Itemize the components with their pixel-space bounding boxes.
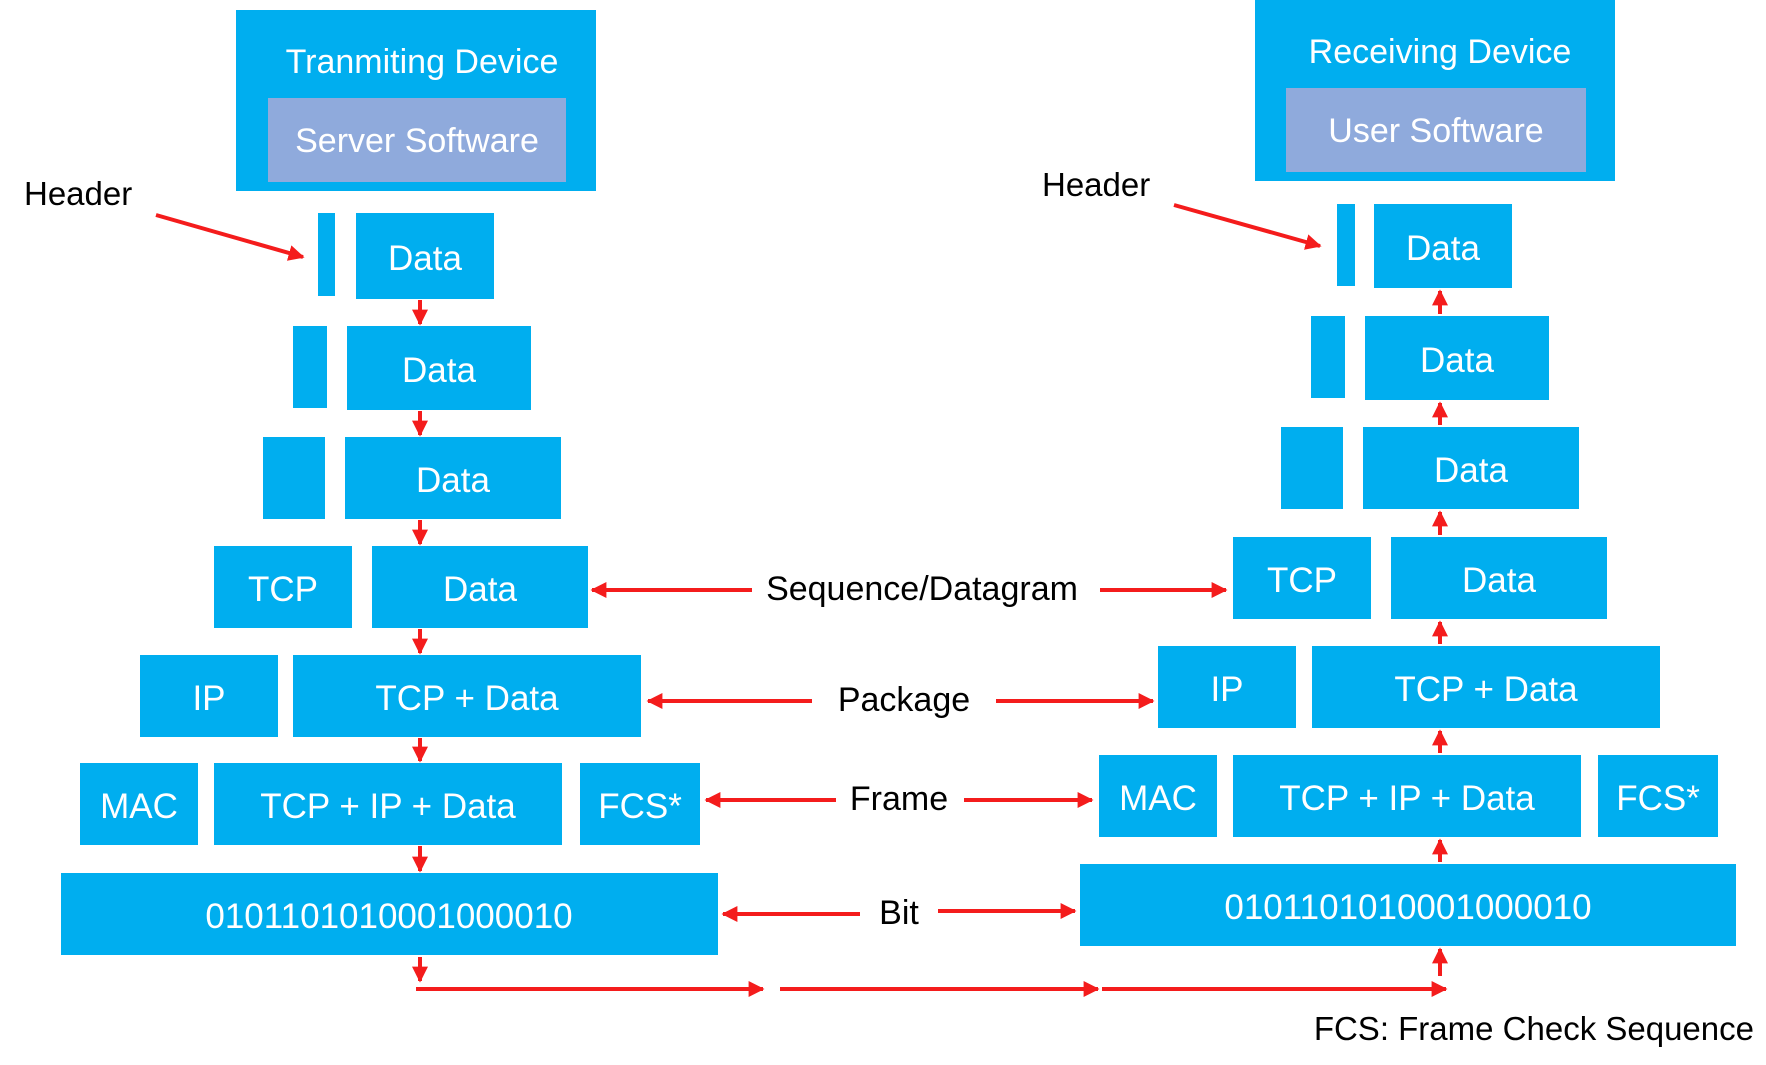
receiving-side: Receiving Device User Software Header Da… (1042, 0, 1736, 946)
transmit-ip-block (140, 655, 278, 737)
receive-tcp-block (1233, 537, 1371, 619)
transmitting-side: Tranmiting Device Server Software Header… (24, 10, 718, 955)
transmit-data-block-3 (345, 437, 561, 519)
receive-fcs-block (1598, 755, 1718, 837)
bit-unit-label: Bit (879, 894, 919, 932)
receive-segment-data-label: Data (1462, 561, 1536, 600)
transmit-tcp-block (214, 546, 352, 628)
receive-data-label-3: Data (1434, 451, 1508, 490)
receive-header-arrow (1173, 203, 1322, 250)
transmit-header-block-1 (318, 213, 335, 296)
transmit-header-block-3 (263, 437, 325, 519)
transmit-bits-label: 0101101010001000010 (205, 897, 572, 936)
receive-ip-block (1158, 646, 1296, 728)
fcs-footnote: FCS: Frame Check Sequence (1314, 1010, 1754, 1047)
receive-header-block-1 (1337, 204, 1355, 286)
receive-mac-block (1099, 755, 1217, 837)
transmit-fcs-block (580, 763, 700, 845)
receive-header-block-3 (1281, 427, 1343, 509)
transmit-mac-label: MAC (100, 787, 178, 826)
receive-header-label: Header (1042, 166, 1150, 203)
receive-data-block-1 (1374, 204, 1512, 288)
receive-tcp-data-label: TCP + Data (1394, 670, 1578, 709)
receiving-device-title: Receiving Device (1309, 33, 1572, 71)
receive-data-block-2 (1365, 316, 1549, 400)
receive-tcp-data-block (1312, 646, 1660, 728)
receive-segment-data-block (1391, 537, 1607, 619)
transmit-header-label: Header (24, 175, 132, 212)
transmit-fcs-label: FCS* (598, 787, 682, 826)
transmit-mac-block (80, 763, 198, 845)
transmit-tcp-data-block (293, 655, 641, 737)
transmit-data-block-2 (347, 326, 531, 410)
transmit-ip-label: IP (192, 679, 225, 718)
segment-unit-label: Sequence/Datagram (766, 570, 1078, 608)
server-software-label: Server Software (295, 122, 539, 160)
server-software-box (268, 98, 566, 182)
transmit-tcp-data-label: TCP + Data (375, 679, 559, 718)
receive-tcp-ip-data-label: TCP + IP + Data (1279, 779, 1535, 818)
transmit-segment-data-label: Data (443, 570, 517, 609)
transmit-tcp-ip-data-block (214, 763, 562, 845)
transmit-data-label-3: Data (416, 461, 490, 500)
transmit-tcp-ip-data-label: TCP + IP + Data (260, 787, 516, 826)
packet-unit-label: Package (838, 681, 970, 719)
transmit-data-label-2: Data (402, 351, 476, 390)
transmitting-device-title: Tranmiting Device (286, 43, 559, 81)
transmit-data-label-1: Data (388, 239, 462, 278)
arrows (155, 203, 1448, 997)
receive-header-block-2 (1311, 316, 1345, 398)
transmit-data-block-1 (356, 213, 494, 299)
receive-mac-label: MAC (1119, 779, 1197, 818)
receive-tcp-ip-data-block (1233, 755, 1581, 837)
user-software-box (1286, 88, 1586, 172)
transmit-segment-data-block (372, 546, 588, 628)
user-software-label: User Software (1328, 112, 1543, 150)
transmit-header-block-2 (293, 326, 327, 408)
transmit-header-arrow (155, 213, 305, 261)
receive-data-block-3 (1363, 427, 1579, 509)
transmit-bits-block (61, 873, 718, 955)
transmit-tcp-label: TCP (248, 570, 318, 609)
receive-fcs-label: FCS* (1616, 779, 1700, 818)
receive-tcp-label: TCP (1267, 561, 1337, 600)
receive-bits-block (1080, 864, 1736, 946)
receive-data-label-1: Data (1406, 229, 1480, 268)
frame-unit-label: Frame (850, 780, 948, 818)
receive-bits-label: 0101101010001000010 (1224, 888, 1591, 927)
receive-data-label-2: Data (1420, 341, 1494, 380)
receive-ip-label: IP (1210, 670, 1243, 709)
